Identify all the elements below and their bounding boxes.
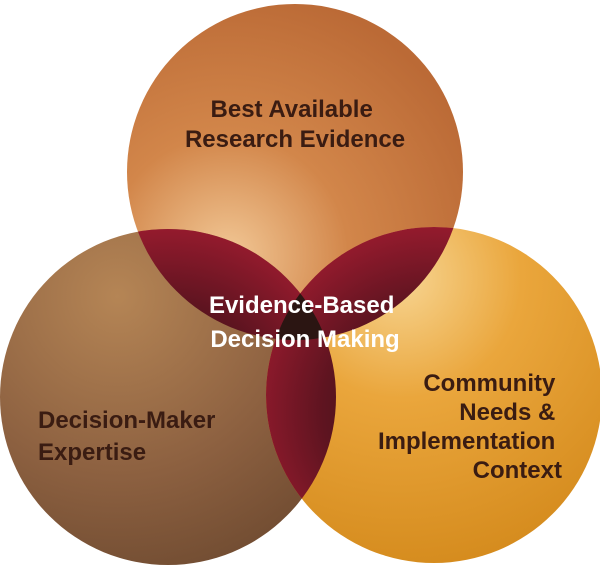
label-expertise: Decision-Maker Expertise — [38, 407, 222, 466]
overlap-research-expertise — [127, 229, 336, 340]
label-center-line-1: Evidence-Based — [209, 292, 394, 319]
label-expertise-line-1: Decision-Maker — [38, 407, 215, 434]
overlap-research-community — [266, 227, 463, 340]
label-center: Evidence-Based Decision Making — [209, 292, 401, 353]
label-research: Best Available Research Evidence — [185, 96, 405, 153]
label-community-line-1: Community — [423, 370, 556, 397]
label-community-line-4: Context — [473, 457, 562, 484]
label-community: Community Needs & Implementation Context — [378, 370, 562, 484]
label-expertise-line-2: Expertise — [38, 439, 146, 466]
label-center-line-2: Decision Making — [210, 326, 399, 353]
label-community-line-2: Needs & — [459, 399, 555, 426]
label-community-line-3: Implementation — [378, 428, 555, 455]
label-research-line-1: Best Available — [211, 96, 373, 123]
label-research-line-2: Research Evidence — [185, 126, 405, 153]
